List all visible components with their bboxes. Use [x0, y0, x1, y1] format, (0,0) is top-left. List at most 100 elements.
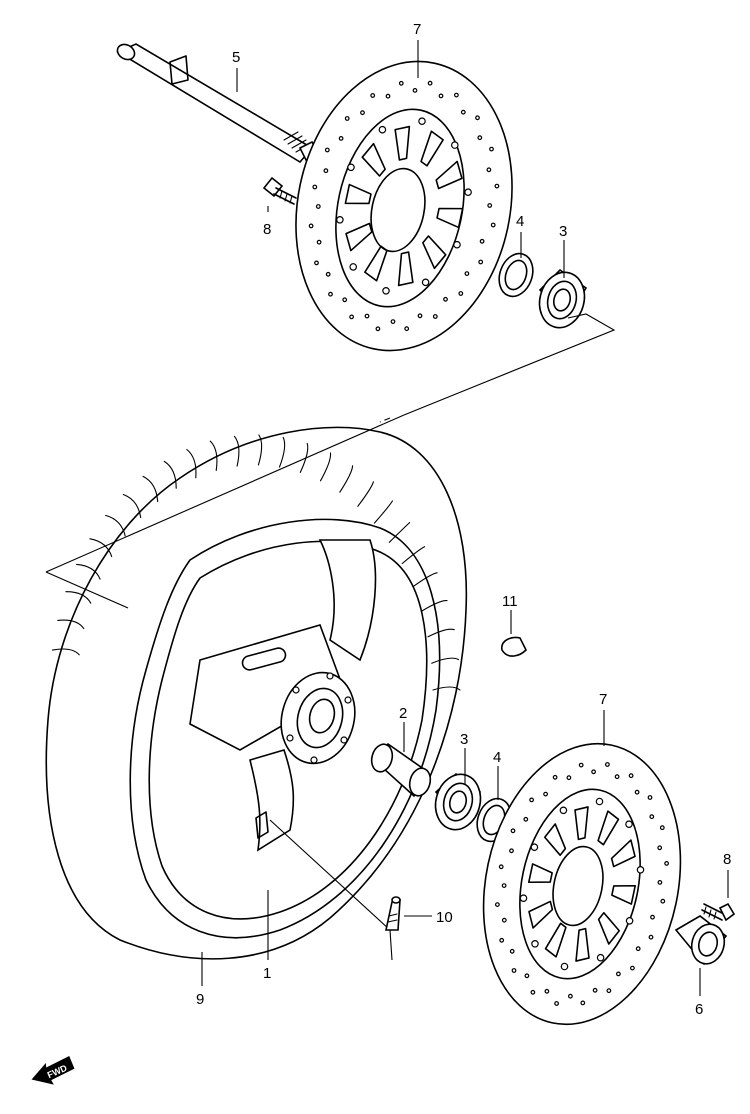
callout-4-upper: 4: [516, 213, 524, 230]
disc-rivet: [450, 141, 459, 149]
drilled-hole: [427, 80, 433, 86]
drilled-hole: [464, 271, 470, 277]
tread-groove: [319, 452, 332, 482]
disc-window: [361, 142, 386, 177]
disc-rivet: [560, 962, 569, 971]
drilled-hole: [578, 762, 584, 768]
disc-rivet: [336, 216, 344, 224]
drilled-hole: [390, 319, 396, 325]
drilled-hole: [523, 816, 529, 822]
drilled-hole: [458, 291, 464, 296]
drilled-hole: [566, 775, 572, 781]
brake-disc-lower: [482, 742, 682, 1026]
drilled-hole: [454, 92, 459, 98]
drilled-hole: [314, 260, 319, 266]
drilled-hole: [308, 223, 314, 229]
tread-groove: [432, 686, 461, 691]
drilled-hole: [338, 135, 344, 141]
disc-rivet: [453, 240, 461, 249]
drilled-hole: [432, 314, 438, 319]
disc-rivet: [464, 188, 472, 197]
tread-groove: [105, 514, 126, 537]
drilled-hole: [650, 914, 655, 920]
tire-valve: [385, 896, 401, 931]
drilled-hole: [510, 828, 516, 834]
callout-7-lower: 7: [599, 691, 607, 708]
disc-rivet: [595, 797, 604, 806]
drilled-hole: [568, 993, 573, 999]
drilled-hole: [647, 795, 653, 800]
drilled-hole: [660, 898, 666, 904]
disc-rivet: [530, 843, 539, 852]
disc-window: [422, 235, 447, 270]
tread-groove: [427, 628, 455, 638]
drilled-hole: [543, 791, 548, 797]
disc-rivet: [625, 820, 633, 829]
drilled-hole: [498, 864, 504, 870]
drilled-hole: [630, 965, 635, 971]
disc-window: [611, 884, 637, 905]
drilled-hole: [487, 203, 493, 208]
drilled-hole: [342, 297, 348, 303]
drilled-hole: [486, 167, 492, 173]
callout-10: 10: [436, 909, 453, 926]
drilled-hole: [554, 1001, 559, 1006]
drilled-hole: [524, 973, 530, 979]
brake-disc-upper: [295, 60, 513, 352]
tread-groove: [257, 434, 263, 466]
callout-4-lower: 4: [493, 749, 501, 766]
callout-3-lower: 3: [460, 731, 468, 748]
drilled-hole: [509, 948, 515, 954]
disc-window: [420, 130, 444, 167]
cast-wheel: [189, 539, 377, 852]
drilled-hole: [616, 971, 621, 977]
bearing-lower: [434, 772, 482, 831]
tread-groove: [373, 500, 394, 524]
disc-rivet: [349, 263, 358, 271]
bearing-upper: [538, 268, 588, 329]
drilled-hole: [489, 146, 494, 152]
drilled-hole: [648, 934, 654, 940]
disc-rivet: [418, 117, 426, 126]
drilled-hole: [511, 968, 517, 973]
callout-8-upper: 8: [263, 221, 271, 238]
drilled-hole: [635, 946, 641, 952]
drilled-hole: [370, 93, 376, 98]
drilled-hole: [614, 774, 620, 780]
tread-groove: [339, 465, 354, 493]
drilled-hole: [398, 80, 404, 86]
disc-window: [610, 839, 636, 868]
drilled-hole: [659, 825, 665, 831]
drilled-hole: [634, 789, 640, 795]
drilled-hole: [312, 184, 318, 190]
tread-groove: [299, 442, 309, 473]
drilled-hole: [477, 135, 483, 141]
disc-rivet: [519, 894, 528, 903]
tread-groove: [421, 600, 448, 612]
drilled-hole: [360, 110, 365, 116]
drilled-hole: [315, 204, 321, 209]
disc-rivet: [531, 939, 539, 948]
axle-collar: [674, 915, 728, 966]
front-axle: [116, 43, 322, 166]
tread-groove: [142, 475, 159, 503]
drilled-hole: [499, 937, 505, 943]
drilled-hole: [657, 845, 663, 851]
callout-3-upper: 3: [559, 223, 567, 240]
drilled-hole: [344, 116, 350, 121]
drilled-hole: [316, 239, 322, 245]
drilled-hole: [657, 880, 663, 885]
disc-window: [364, 245, 388, 282]
drilled-hole: [385, 93, 391, 99]
drilled-hole: [475, 115, 480, 121]
disc-window: [575, 927, 590, 962]
disc-window: [528, 900, 554, 929]
tread-groove: [357, 481, 374, 507]
tread-groove: [163, 460, 177, 489]
disc-window: [397, 251, 414, 287]
disc-rivet: [421, 278, 430, 287]
drilled-hole: [649, 814, 655, 820]
tread-groove: [278, 436, 286, 468]
drilled-hole: [443, 296, 448, 302]
tread-groove: [89, 538, 113, 558]
